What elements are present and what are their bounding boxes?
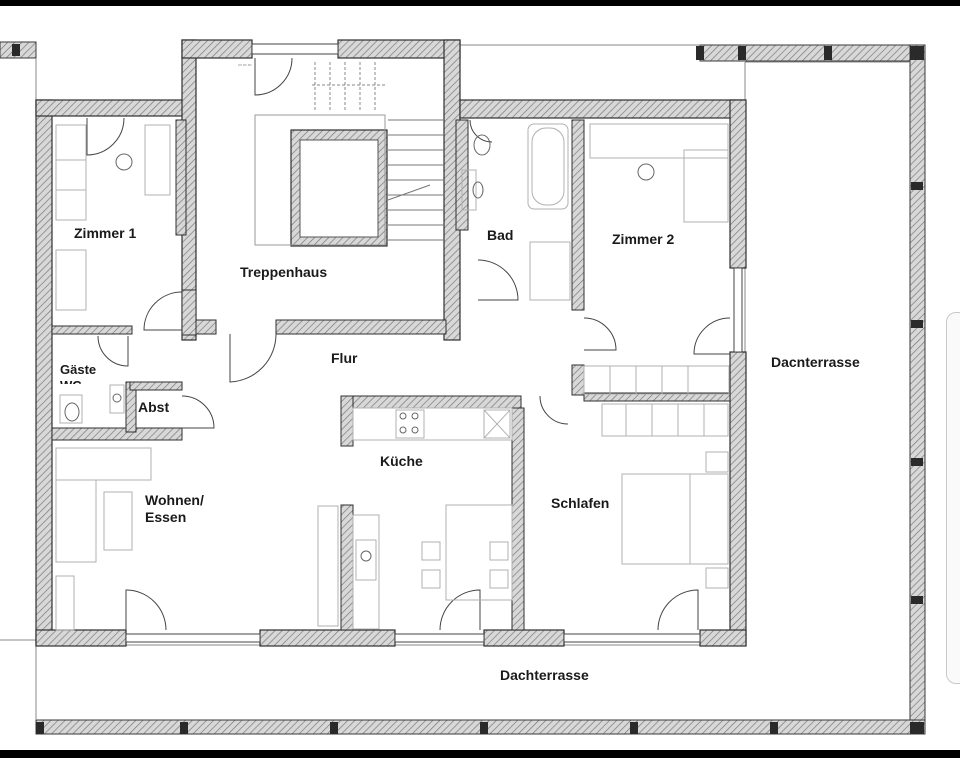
room-label-gaeste-wc: Gäste WC: [60, 362, 97, 384]
stair-core: [254, 114, 388, 247]
terrace-label-right: Dacnterrasse: [771, 354, 860, 370]
room-label-zimmer-1: Zimmer 1: [74, 225, 137, 241]
room-label-abst: Abst: [138, 399, 170, 415]
room-label-flur: Flur: [331, 350, 358, 366]
interior-walls: [51, 119, 731, 631]
room-label-wohnen-essen: Wohnen/ Essen: [145, 492, 204, 525]
door-swings: [86, 57, 731, 631]
room-label-kueche: Küche: [380, 453, 423, 469]
bottom-black-bar: [0, 750, 960, 758]
top-black-bar: [0, 0, 960, 6]
stair-treads-right: [387, 119, 444, 241]
room-label-schlafen: Schlafen: [551, 495, 610, 511]
stair-treads: [312, 62, 385, 112]
terrace-label-bottom: Dachterrasse: [500, 667, 589, 683]
exterior-walls: [35, 39, 747, 647]
side-scroll-tab[interactable]: [946, 312, 960, 684]
room-label-bad: Bad: [487, 227, 514, 243]
room-label-zimmer-2: Zimmer 2: [612, 231, 675, 247]
annotation-stair-window: ▭ ▭ ▭: [238, 62, 252, 67]
terrace-railing-posts: [12, 44, 924, 734]
furniture: [55, 123, 730, 631]
room-label-treppenhaus: Treppenhaus: [240, 264, 328, 280]
fixtures: [64, 134, 655, 562]
window-frames: [125, 43, 743, 643]
